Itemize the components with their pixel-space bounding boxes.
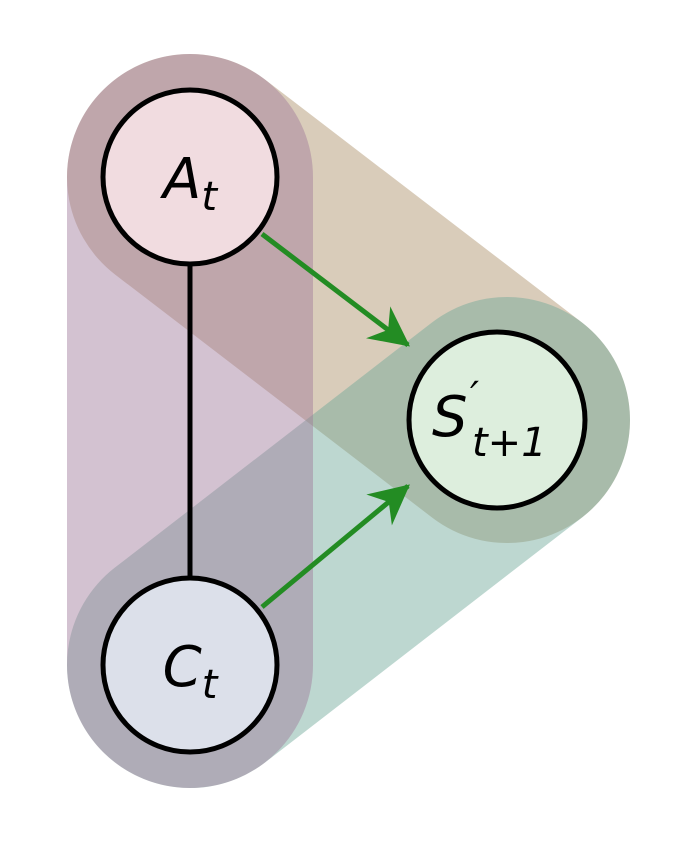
node-a-main: A [160,147,201,212]
node-s-sub: t+1 [472,420,547,466]
node-a: At [100,87,280,267]
node-c: Ct [100,575,280,755]
node-c-sub: t [202,662,219,708]
node-a-label: At [160,147,218,220]
node-c-main: C [163,635,202,700]
node-s-sup: ′ [470,374,479,420]
node-s-main: S [432,385,468,450]
node-a-sub: t [201,174,218,220]
node-c-label: Ct [163,635,219,708]
edge-c-to-s [260,484,410,609]
node-s: S ′ t+1 [406,329,588,511]
edge-a-to-s [260,232,410,347]
